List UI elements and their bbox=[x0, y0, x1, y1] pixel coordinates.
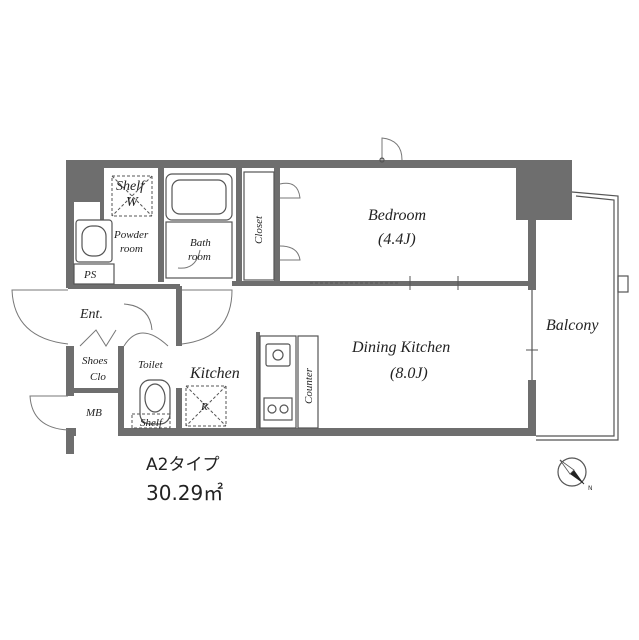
entrance-label: Ent. bbox=[79, 307, 103, 322]
fixtures bbox=[11, 137, 629, 441]
powder-room-label-1: Powder bbox=[113, 229, 149, 241]
compass-icon: N bbox=[557, 457, 593, 492]
plan-type-label: A2タイプ bbox=[146, 455, 219, 475]
ps-label: PS bbox=[83, 269, 97, 281]
toilet-label: Toilet bbox=[138, 359, 164, 371]
fridge-label: R bbox=[200, 401, 208, 413]
area-label: 30.29㎡ bbox=[146, 481, 223, 505]
shelf-label: Shelf bbox=[116, 179, 146, 194]
kitchen-label: Kitchen bbox=[189, 365, 240, 382]
compass-north-label: N bbox=[588, 485, 593, 492]
shelf-w-label: W bbox=[126, 195, 139, 210]
shoes-closet-label-2: Clo bbox=[90, 371, 106, 383]
dining-kitchen-size-label: (8.0J) bbox=[390, 365, 428, 382]
room-labels: Shelf W Powder room Bath room Closet Bed… bbox=[79, 179, 599, 429]
dining-kitchen-label: Dining Kitchen bbox=[351, 339, 450, 356]
bedroom-label: Bedroom bbox=[368, 207, 426, 224]
bath-room-label-1: Bath bbox=[190, 237, 211, 249]
toilet-shelf-label: Shelf bbox=[140, 417, 164, 429]
mb-label: MB bbox=[85, 407, 102, 419]
powder-room-label-2: room bbox=[120, 243, 143, 255]
counter-label: Counter bbox=[303, 367, 315, 404]
shoes-closet-label-1: Shoes bbox=[82, 355, 108, 367]
balcony-label: Balcony bbox=[546, 317, 599, 334]
closet-label: Closet bbox=[253, 215, 265, 244]
bedroom-size-label: (4.4J) bbox=[378, 231, 416, 248]
bath-room-label-2: room bbox=[188, 251, 211, 263]
